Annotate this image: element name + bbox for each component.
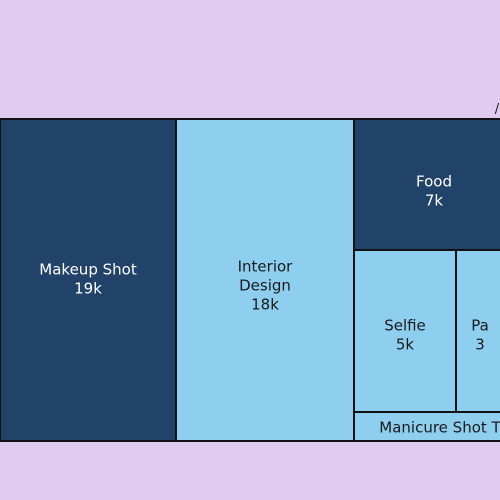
clipped-label-fragment: / bbox=[495, 102, 500, 117]
treemap-rect bbox=[175, 118, 355, 442]
treemap-cell-manicure-shot-t: Manicure Shot T bbox=[353, 411, 500, 442]
treemap-value-label: 7k bbox=[425, 192, 444, 210]
treemap-rect bbox=[353, 249, 457, 413]
treemap-label: Food bbox=[416, 173, 452, 191]
treemap-label: Pa bbox=[471, 317, 489, 335]
treemap-value-label: 18k bbox=[251, 296, 279, 314]
treemap-rect bbox=[0, 118, 177, 442]
treemap-rect bbox=[455, 249, 500, 413]
treemap-label: Design bbox=[239, 277, 291, 295]
treemap-label: Manicure Shot T bbox=[379, 419, 500, 437]
treemap-value-label: 19k bbox=[74, 280, 102, 298]
treemap-cell-pa: Pa3 bbox=[455, 249, 500, 413]
treemap-rect bbox=[353, 411, 500, 442]
treemap-value-label: 3 bbox=[475, 336, 485, 354]
treemap-label: Selfie bbox=[384, 317, 426, 335]
treemap-rect bbox=[353, 118, 500, 251]
treemap-label: Interior bbox=[238, 258, 294, 276]
treemap-value-label: 5k bbox=[396, 336, 415, 354]
treemap-label: Makeup Shot bbox=[39, 261, 137, 279]
